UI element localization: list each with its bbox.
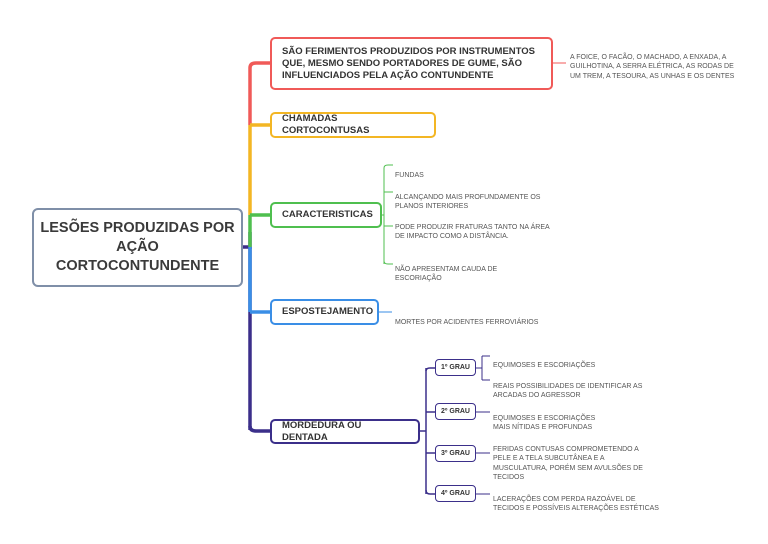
note-grade-3-text: FERIDAS CONTUSAS COMPROMETENDO A PELE E …	[493, 445, 643, 482]
branch-mordedura-label: MORDEDURA OU DENTADA	[282, 419, 362, 443]
note-grade-1-b[interactable]: REAIS POSSIBILIDADES DE IDENTIFICAR AS A…	[493, 372, 653, 401]
branch-caracteristicas[interactable]: CARACTERISTICAS	[270, 202, 382, 228]
note-grade-2-text: EQUIMOSES E ESCORIAÇÕES MAIS NÍTIDAS E P…	[493, 414, 596, 432]
grade-4-node[interactable]: 4º GRAU	[435, 485, 476, 502]
branch-mordedura[interactable]: MORDEDURA OU DENTADA	[270, 419, 420, 444]
note-grade-1-a-text: EQUIMOSES E ESCORIAÇÕES	[493, 361, 596, 369]
branch-definition[interactable]: SÃO FERIMENTOS PRODUZIDOS POR INSTRUMENT…	[270, 37, 553, 90]
grade-1-node[interactable]: 1º GRAU	[435, 359, 476, 376]
grade-3-node[interactable]: 3º GRAU	[435, 445, 476, 462]
note-planos-interiores[interactable]: ALCANÇANDO MAIS PROFUNDAMENTE OS PLANOS …	[395, 183, 555, 212]
grade-2-node[interactable]: 2º GRAU	[435, 403, 476, 420]
root-topic-label: LESÕES PRODUZIDAS POR AÇÃO CORTOCONTUNDE…	[40, 220, 235, 274]
note-fundas-text: FUNDAS	[395, 171, 424, 179]
note-instrument-examples[interactable]: A FOICE, O FACÃO, O MACHADO, A ENXADA, A…	[570, 43, 740, 81]
branch-chamadas-label: CHAMADAS CORTOCONTUSAS	[282, 113, 370, 136]
branch-caracteristicas-label: CARACTERISTICAS	[282, 209, 373, 220]
branch-definition-label: SÃO FERIMENTOS PRODUZIDOS POR INSTRUMENT…	[282, 45, 536, 81]
note-cauda-escoriacao[interactable]: NÃO APRESENTAM CAUDA DE ESCORIAÇÃO	[395, 255, 515, 284]
note-grade-4-text: LACERAÇÕES COM PERDA RAZOÁVEL DE TECIDOS…	[493, 495, 659, 513]
grade-1-label: 1º GRAU	[440, 364, 470, 371]
note-fraturas-text: PODE PRODUZIR FRATURAS TANTO NA ÁREA DE …	[395, 223, 550, 241]
branch-espostejamento[interactable]: ESPOSTEJAMENTO	[270, 299, 379, 325]
note-grade-1-b-text: REAIS POSSIBILIDADES DE IDENTIFICAR AS A…	[493, 382, 643, 400]
note-cauda-escoriacao-text: NÃO APRESENTAM CAUDA DE ESCORIAÇÃO	[395, 265, 498, 283]
note-planos-interiores-text: ALCANÇANDO MAIS PROFUNDAMENTE OS PLANOS …	[395, 193, 541, 211]
grade-4-label: 4º GRAU	[440, 490, 470, 497]
note-acidentes-ferroviarios[interactable]: MORTES POR ACIDENTES FERROVIÁRIOS	[395, 308, 565, 327]
note-grade-2[interactable]: EQUIMOSES E ESCORIAÇÕES MAIS NÍTIDAS E P…	[493, 404, 603, 433]
grade-2-label: 2º GRAU	[440, 408, 470, 415]
note-instrument-examples-text: A FOICE, O FACÃO, O MACHADO, A ENXADA, A…	[570, 53, 735, 80]
note-grade-4[interactable]: LACERAÇÕES COM PERDA RAZOÁVEL DE TECIDOS…	[493, 485, 663, 514]
note-acidentes-ferroviarios-text: MORTES POR ACIDENTES FERROVIÁRIOS	[395, 318, 539, 326]
grade-3-label: 3º GRAU	[440, 450, 470, 457]
root-topic[interactable]: LESÕES PRODUZIDAS POR AÇÃO CORTOCONTUNDE…	[32, 208, 243, 287]
note-fundas[interactable]: FUNDAS	[395, 161, 545, 180]
branch-espostejamento-label: ESPOSTEJAMENTO	[282, 306, 374, 317]
note-fraturas[interactable]: PODE PRODUZIR FRATURAS TANTO NA ÁREA DE …	[395, 213, 560, 242]
note-grade-3[interactable]: FERIDAS CONTUSAS COMPROMETENDO A PELE E …	[493, 435, 653, 483]
note-grade-1-a[interactable]: EQUIMOSES E ESCORIAÇÕES	[493, 351, 653, 370]
branch-chamadas-cortocontusas[interactable]: CHAMADAS CORTOCONTUSAS	[270, 112, 436, 138]
